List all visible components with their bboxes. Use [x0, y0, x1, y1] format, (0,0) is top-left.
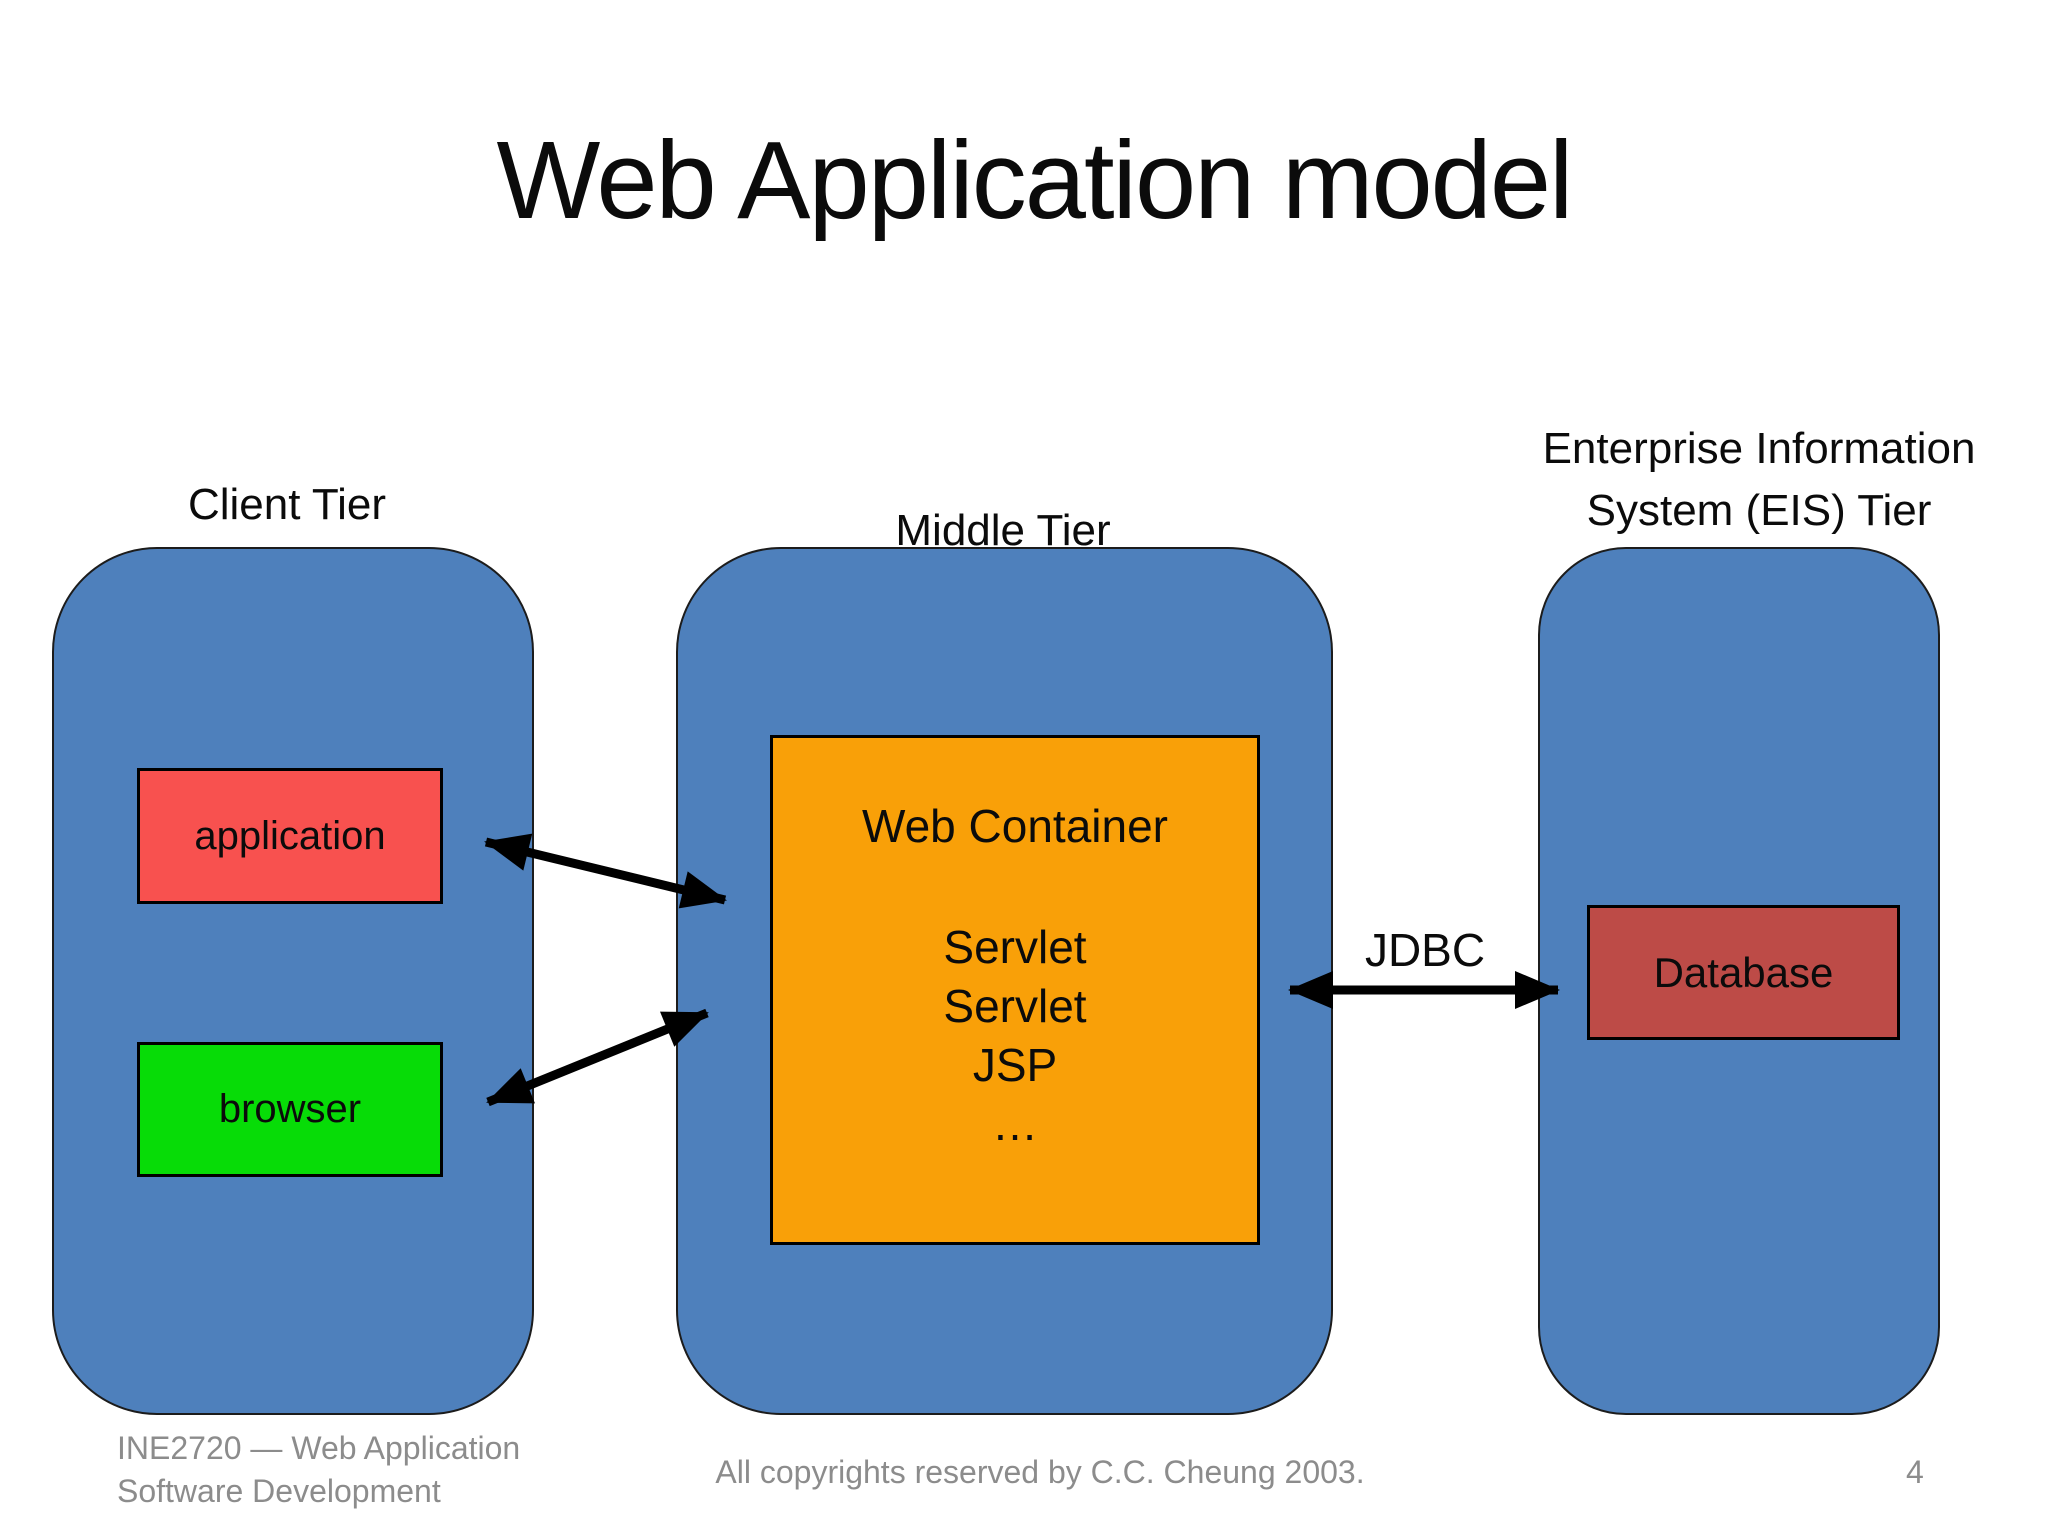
eis-tier-label-line2: System (EIS) Tier: [1586, 486, 1932, 536]
web-container-item-jsp: JSP: [972, 1039, 1058, 1091]
page-number: 4: [1906, 1454, 1924, 1490]
jdbc-label: JDBC: [1364, 924, 1486, 976]
web-container-spacer: [773, 852, 1257, 918]
web-container-item-ellipsis: …: [992, 1098, 1038, 1150]
browser-node-label: browser: [218, 1087, 362, 1131]
footer-course-text: INE2720 — Web Application Software Devel…: [117, 1427, 577, 1512]
client-tier-label: Client Tier: [187, 480, 387, 529]
web-container-item-servlet-2: Servlet: [943, 980, 1087, 1032]
web-container-box: Web Container Servlet Servlet JSP …: [770, 735, 1260, 1245]
footer-copyright-text: All copyrights reserved by C.C. Cheung 2…: [715, 1454, 1365, 1490]
browser-node: browser: [137, 1042, 443, 1177]
database-node-label: Database: [1653, 948, 1834, 996]
eis-tier-label-line1: Enterprise Information: [1542, 424, 1976, 473]
eis-tier-label: Enterprise Information System (EIS) Tier: [1479, 418, 2039, 543]
middle-tier-label: Middle Tier: [895, 506, 1111, 555]
slide-title: Web Application model: [496, 119, 1574, 242]
application-node-label: application: [194, 813, 386, 858]
web-container-title: Web Container: [862, 800, 1168, 852]
footer-course-line2: Software Development: [117, 1472, 441, 1509]
client-tier-container: [52, 547, 534, 1415]
footer-course-line1: INE2720 — Web Application: [117, 1430, 521, 1466]
web-container-item-servlet-1: Servlet: [943, 921, 1087, 973]
database-node: Database: [1587, 905, 1900, 1040]
application-node: application: [137, 768, 443, 904]
